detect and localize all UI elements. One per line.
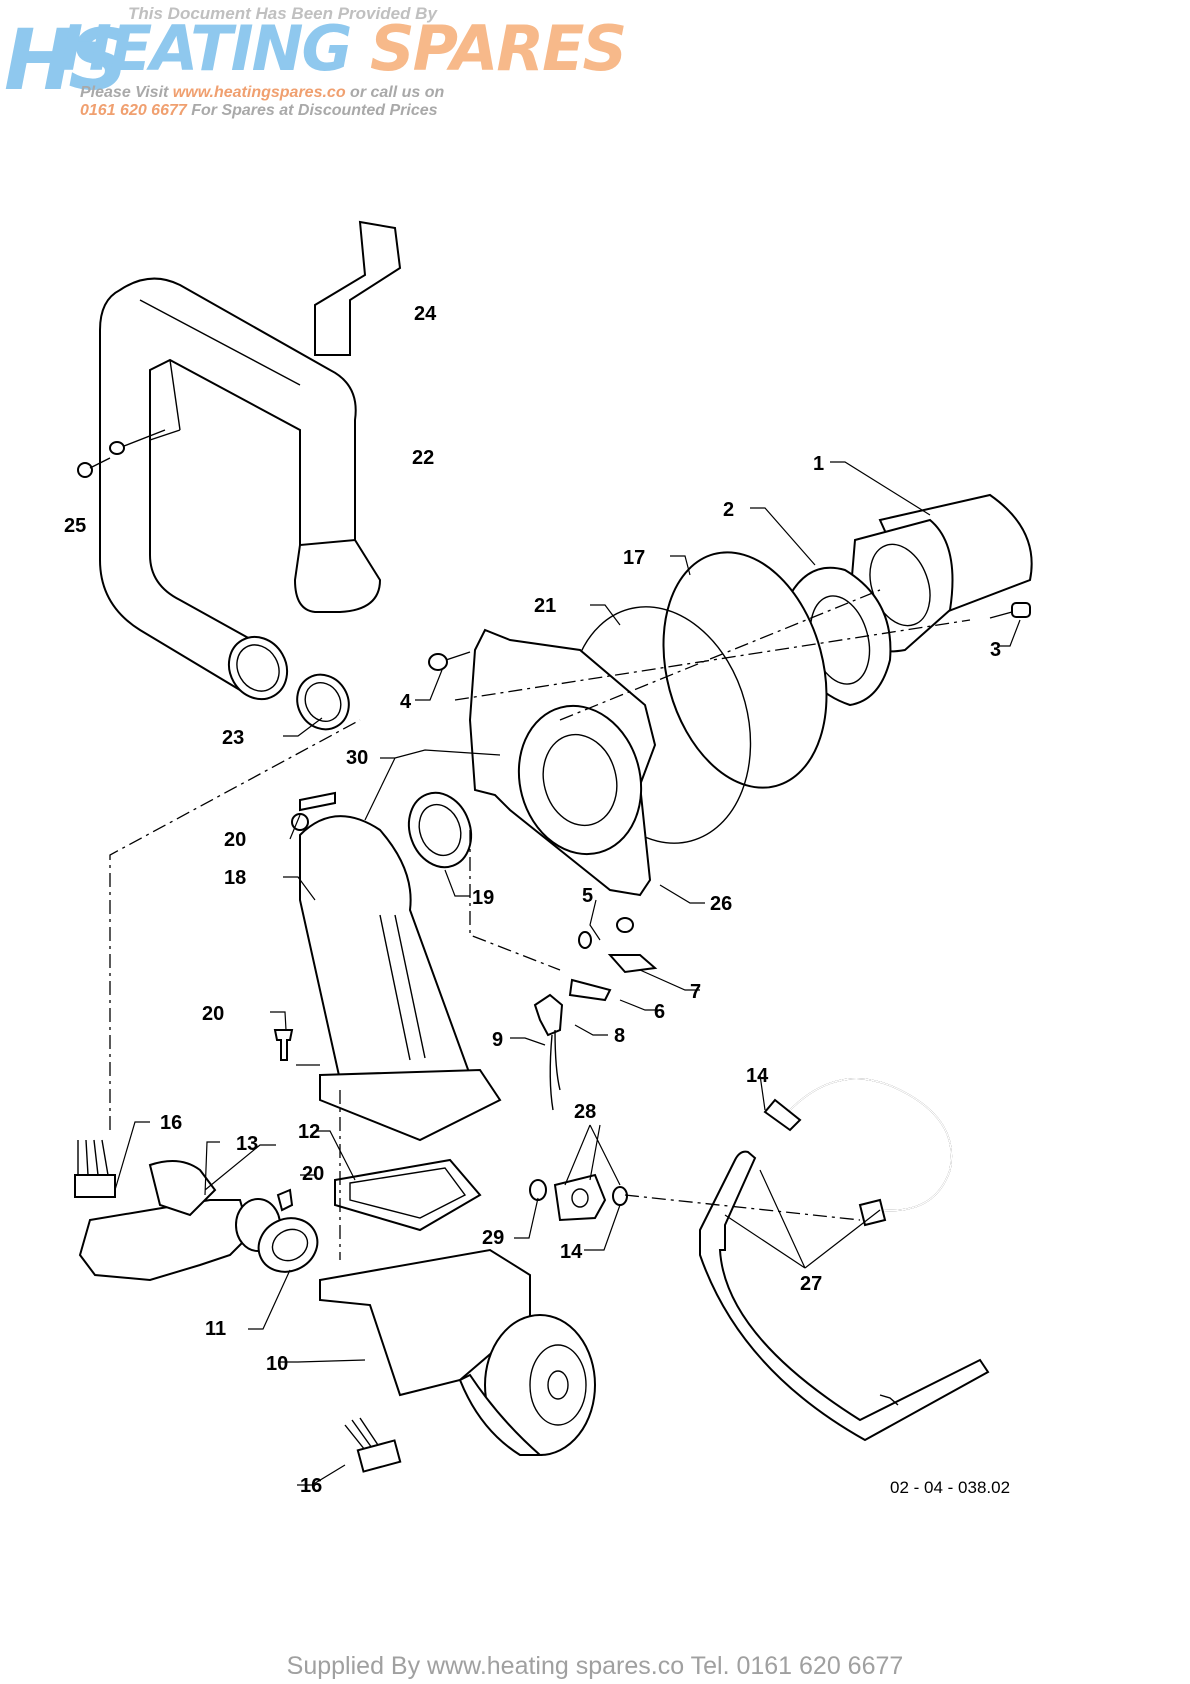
label-27: 27	[800, 1273, 822, 1295]
drawing-reference: 02 - 04 - 038.02	[890, 1478, 1010, 1497]
label-13: 13	[236, 1133, 258, 1155]
label-2: 2	[723, 499, 734, 521]
part-19-gasket	[407, 791, 473, 869]
label-20a: 20	[224, 829, 246, 851]
part-labels: 1 2 3 4 5 6 7 8 9 10 11 12 13 14 14 16 1…	[64, 303, 1001, 1497]
label-25: 25	[64, 515, 86, 537]
label-20b: 20	[202, 1003, 224, 1025]
part-18-air-duct	[299, 815, 502, 1142]
label-9: 9	[492, 1029, 503, 1051]
part-24-bracket	[314, 220, 402, 356]
part-10-fan-assembly	[319, 1248, 596, 1456]
part-5-9-ignition-set	[533, 917, 658, 1111]
visit-suffix: or call us on	[345, 84, 445, 101]
phone-number: 0161 620 6677	[80, 102, 187, 119]
label-12: 12	[298, 1121, 320, 1143]
visit-prefix: Please Visit	[80, 84, 173, 101]
heating-spares-banner: HS This Document Has Been Provided By HE…	[0, 0, 627, 130]
part-4-nut	[428, 651, 471, 671]
brand-heating: HEATING	[60, 12, 352, 85]
label-20c: 20	[302, 1163, 324, 1185]
part-27-gas-pipe	[699, 1150, 990, 1442]
label-14b: 14	[560, 1241, 583, 1263]
label-30: 30	[346, 747, 368, 769]
provided-by-text: This Document Has Been Provided By	[128, 4, 437, 23]
label-19: 19	[472, 887, 494, 909]
alignment-lines	[109, 589, 971, 1260]
label-28: 28	[574, 1101, 596, 1123]
phone-line: 0161 620 6677 For Spares at Discounted P…	[80, 102, 438, 120]
part-17-disc-gasket	[662, 551, 828, 789]
label-6: 6	[654, 1001, 665, 1023]
visit-url[interactable]: www.heatingspares.co	[172, 84, 346, 101]
label-17: 17	[623, 547, 645, 569]
label-22: 22	[412, 447, 434, 469]
label-29: 29	[482, 1227, 504, 1249]
footer-supplied-by: Supplied By www.heating spares.co Tel. 0…	[286, 1652, 904, 1680]
part-26-burner-plate	[468, 628, 657, 897]
hs-logo-mark: HS	[4, 11, 129, 109]
label-24: 24	[414, 303, 437, 325]
label-26: 26	[710, 893, 732, 915]
part-25-screw	[77, 429, 166, 478]
leader-lines	[114, 461, 1021, 1486]
part-11-gasket	[257, 1217, 319, 1273]
visit-line: Please Visit www.heatingspares.co or cal…	[80, 84, 444, 102]
label-23: 23	[222, 727, 244, 749]
label-7: 7	[690, 981, 701, 1003]
label-16b: 16	[300, 1475, 322, 1497]
part-3-screw	[989, 602, 1031, 619]
phone-suffix: For Spares at Discounted Prices	[186, 102, 438, 119]
label-5: 5	[582, 885, 593, 907]
label-1: 1	[813, 453, 824, 475]
label-8: 8	[614, 1025, 625, 1047]
part-23-seal	[296, 673, 350, 731]
part-16-connectors	[74, 1139, 402, 1473]
part-22-flue-duct	[99, 277, 382, 701]
brand-logo: HEATING SPARES	[60, 18, 627, 80]
part-14-flex-hose	[763, 1078, 953, 1227]
part-12-gasket-frame	[334, 1158, 482, 1232]
brand-spares: SPARES	[370, 12, 627, 85]
label-3: 3	[990, 639, 1001, 661]
part-28-flange	[529, 1173, 628, 1222]
label-16a: 16	[160, 1112, 182, 1134]
label-4: 4	[400, 691, 412, 713]
part-13-gas-valve	[78, 1160, 281, 1282]
label-18: 18	[224, 867, 246, 889]
label-11: 11	[205, 1318, 226, 1340]
label-14a: 14	[746, 1065, 769, 1087]
label-10: 10	[266, 1353, 288, 1375]
label-21: 21	[534, 595, 556, 617]
